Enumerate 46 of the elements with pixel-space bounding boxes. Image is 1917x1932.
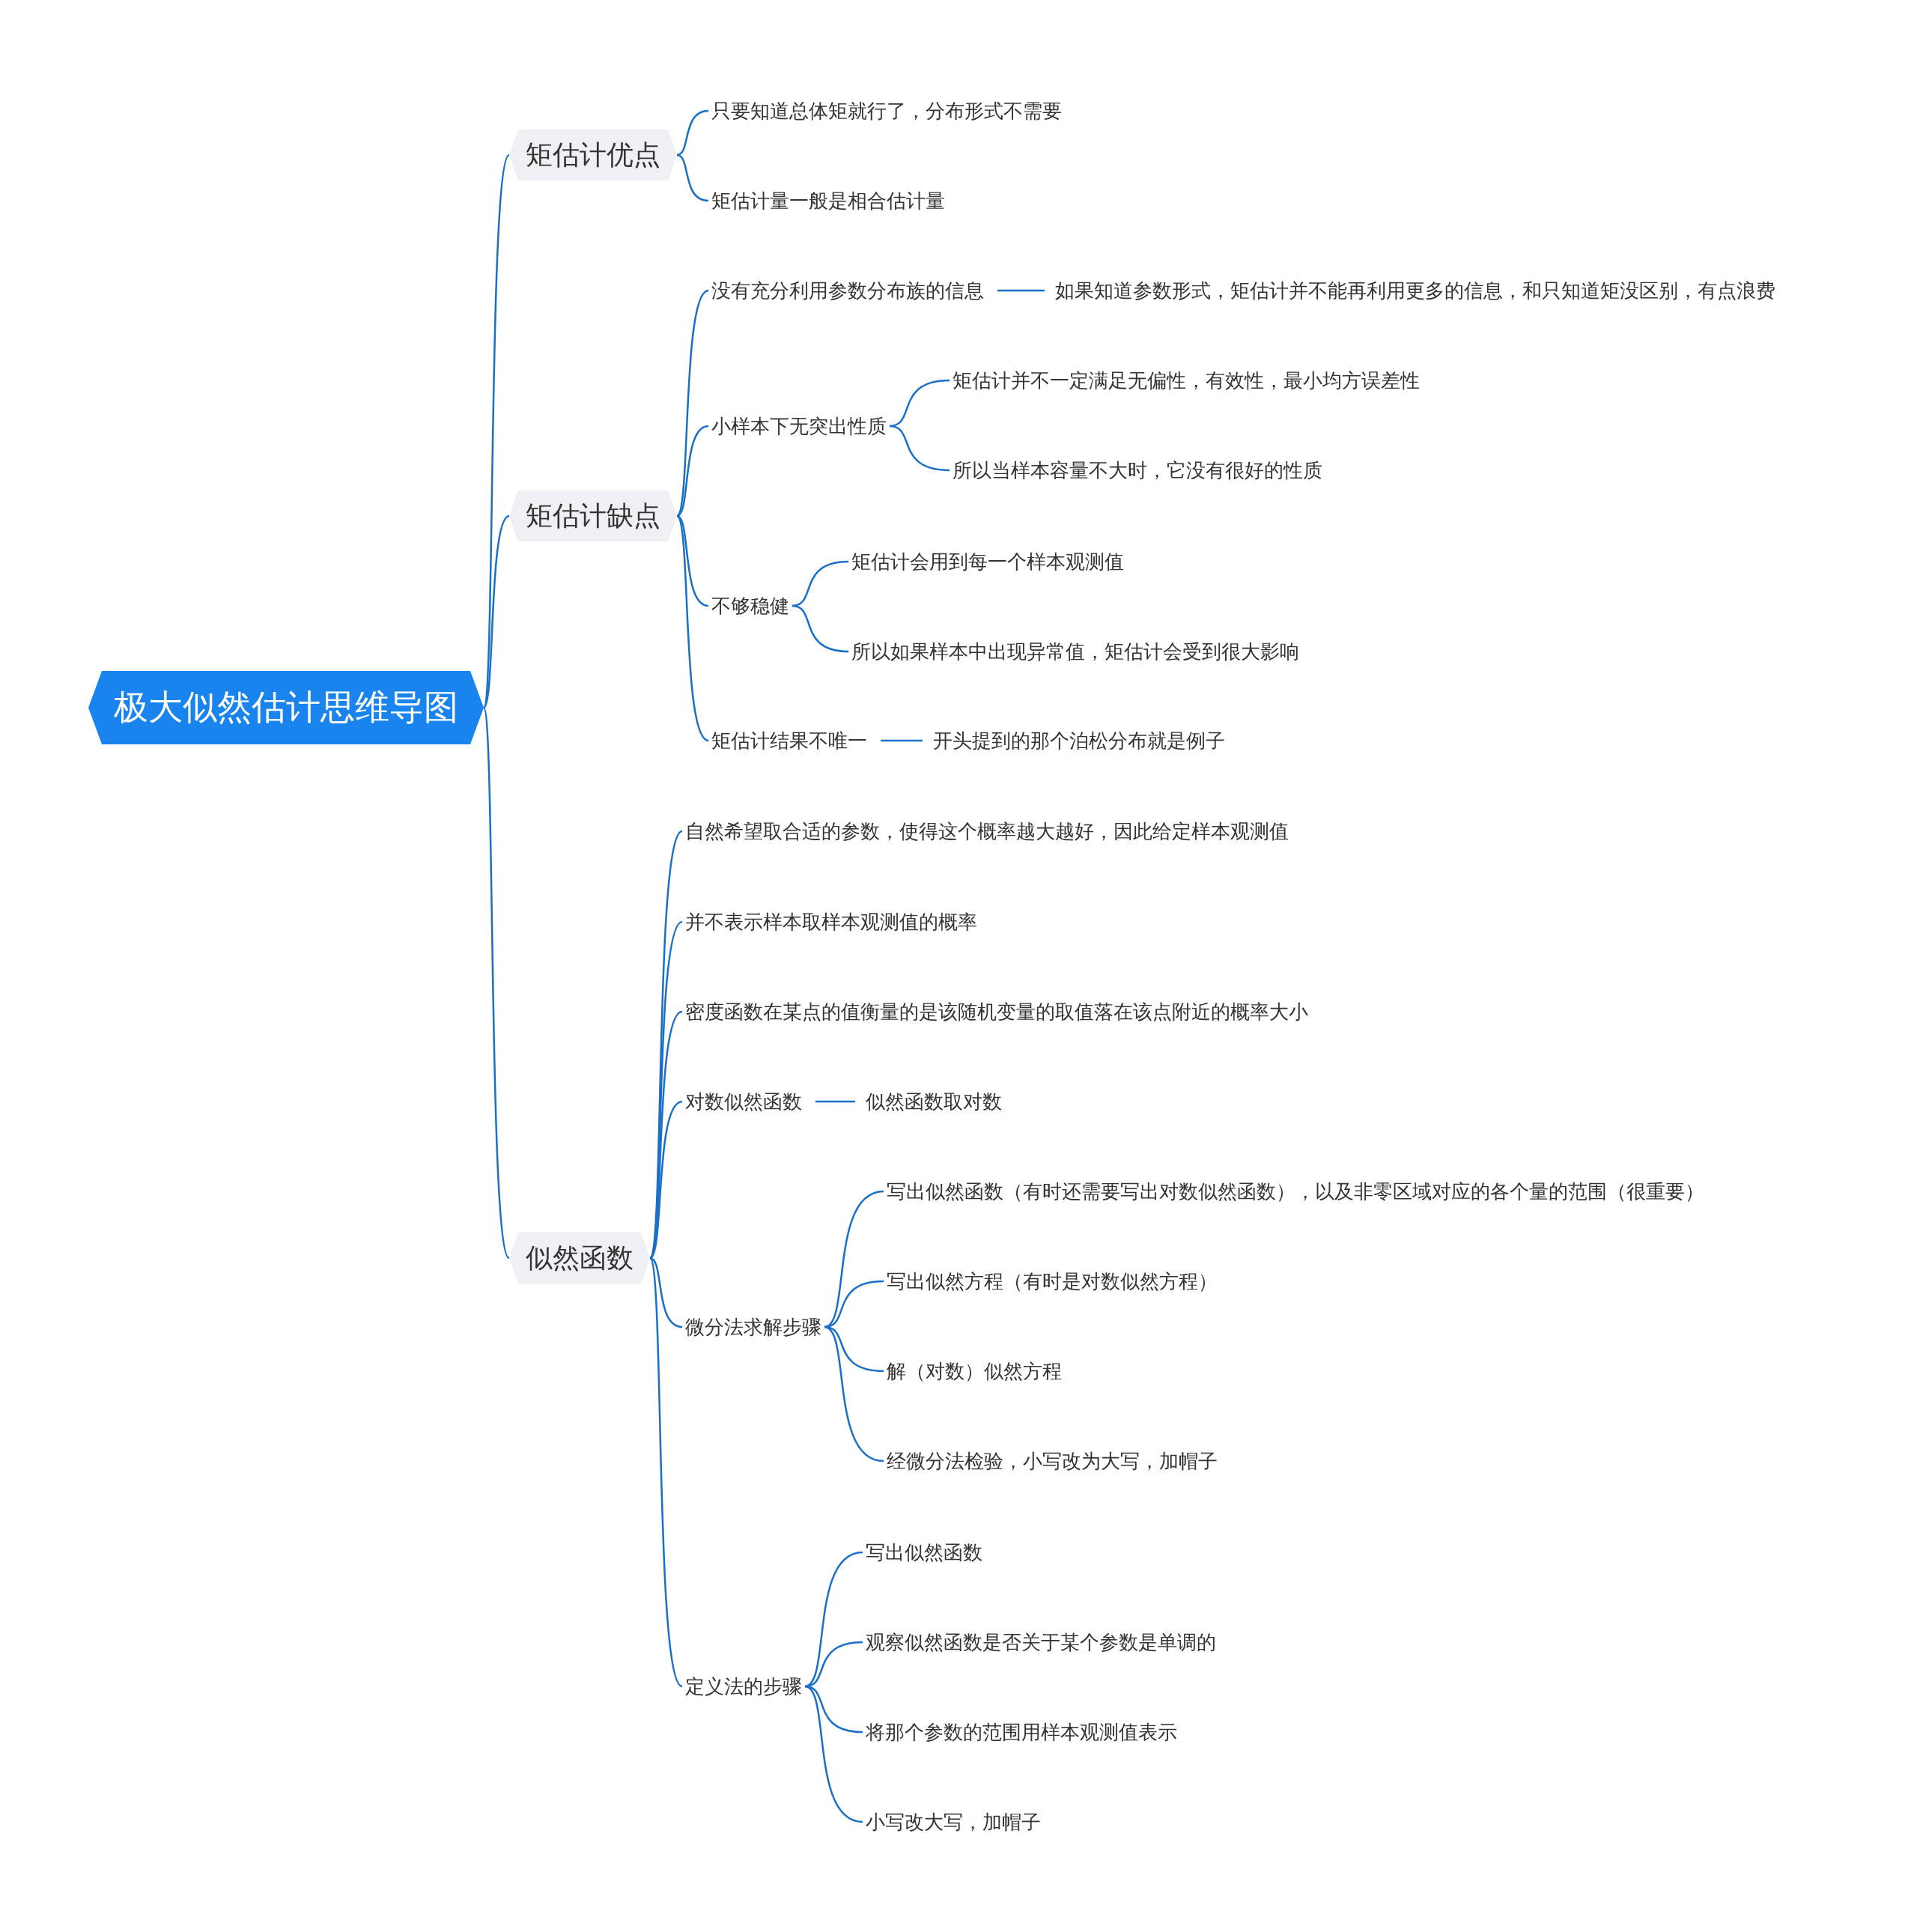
connector-line <box>676 109 709 157</box>
connector-line <box>649 1100 683 1259</box>
topic-text: 矩估计会用到每一个样本观测值 <box>848 544 1127 580</box>
connector-line <box>824 1190 884 1328</box>
connector-line <box>824 1325 884 1462</box>
topic-text: 似然函数取对数 <box>863 1084 1005 1120</box>
connector-line <box>804 1551 863 1688</box>
connector-line <box>881 739 923 742</box>
topic-text: 所以如果样本中出现异常值，矩估计会受到很大影响 <box>848 634 1302 669</box>
topic-text: 如果知道参数形式，矩估计并不能再利用更多的信息，和只知道矩没区别，有点浪费 <box>1052 273 1778 309</box>
topic-text: 矩估计并不一定满足无偏性，有效性，最小均方误差性 <box>950 362 1423 398</box>
topic-text: 解（对数）似然方程 <box>884 1353 1065 1389</box>
connector-line <box>889 425 950 472</box>
topic-text: 自然希望取合适的参数，使得这个概率越大越好，因此给定样本观测值 <box>682 813 1292 849</box>
central-topic: 极大似然估计思维导图 <box>88 671 484 744</box>
topic-text: 不够稳健 <box>708 588 792 624</box>
connector-line <box>676 154 709 202</box>
connector-line <box>649 1257 683 1328</box>
topic-text: 只要知道总体矩就行了，分布形式不需要 <box>708 93 1065 129</box>
topic-text: 写出似然函数 <box>863 1534 985 1570</box>
topic-text: 观察似然函数是否关于某个参数是单调的 <box>863 1624 1219 1660</box>
topic-text: 对数似然函数 <box>682 1084 805 1120</box>
topic-text: 写出似然方程（有时是对数似然方程） <box>884 1263 1221 1299</box>
topic-text: 小写改大写，加帽子 <box>863 1804 1044 1840</box>
topic-text: 微分法求解步骤 <box>682 1309 824 1345</box>
topic-text: 开头提到的那个泊松分布就是例子 <box>930 723 1228 759</box>
topic-text: 将那个参数的范围用样本观测值表示 <box>863 1714 1180 1750</box>
connector-line <box>676 425 709 517</box>
connector-line <box>815 1100 855 1103</box>
topic-text: 所以当样本容量不大时，它没有很好的性质 <box>950 452 1325 488</box>
connector-line <box>676 514 709 607</box>
topic-text: 定义法的步骤 <box>682 1668 805 1704</box>
connector-line <box>997 289 1045 292</box>
main-topic: 矩估计缺点 <box>509 490 677 542</box>
topic-text: 写出似然函数（有时还需要写出对数似然函数），以及非零区域对应的各个量的范围（很重要） <box>884 1173 1707 1209</box>
topic-text: 经微分法检验，小写改为大写，加帽子 <box>884 1443 1221 1479</box>
main-topic: 似然函数 <box>509 1232 650 1284</box>
topic-text: 没有充分利用参数分布族的信息 <box>708 273 987 309</box>
topic-text: 密度函数在某点的值衡量的是该随机变量的取值落在该点附近的概率大小 <box>682 994 1311 1030</box>
topic-text: 矩估计量一般是相合估计量 <box>708 183 948 219</box>
topic-text: 小样本下无突出性质 <box>708 408 890 444</box>
main-topic: 矩估计优点 <box>509 129 677 181</box>
connector-line <box>792 604 849 653</box>
connector-line <box>804 1685 863 1823</box>
topic-text: 并不表示样本取样本观测值的概率 <box>682 904 980 940</box>
topic-text: 矩估计结果不唯一 <box>708 723 870 759</box>
